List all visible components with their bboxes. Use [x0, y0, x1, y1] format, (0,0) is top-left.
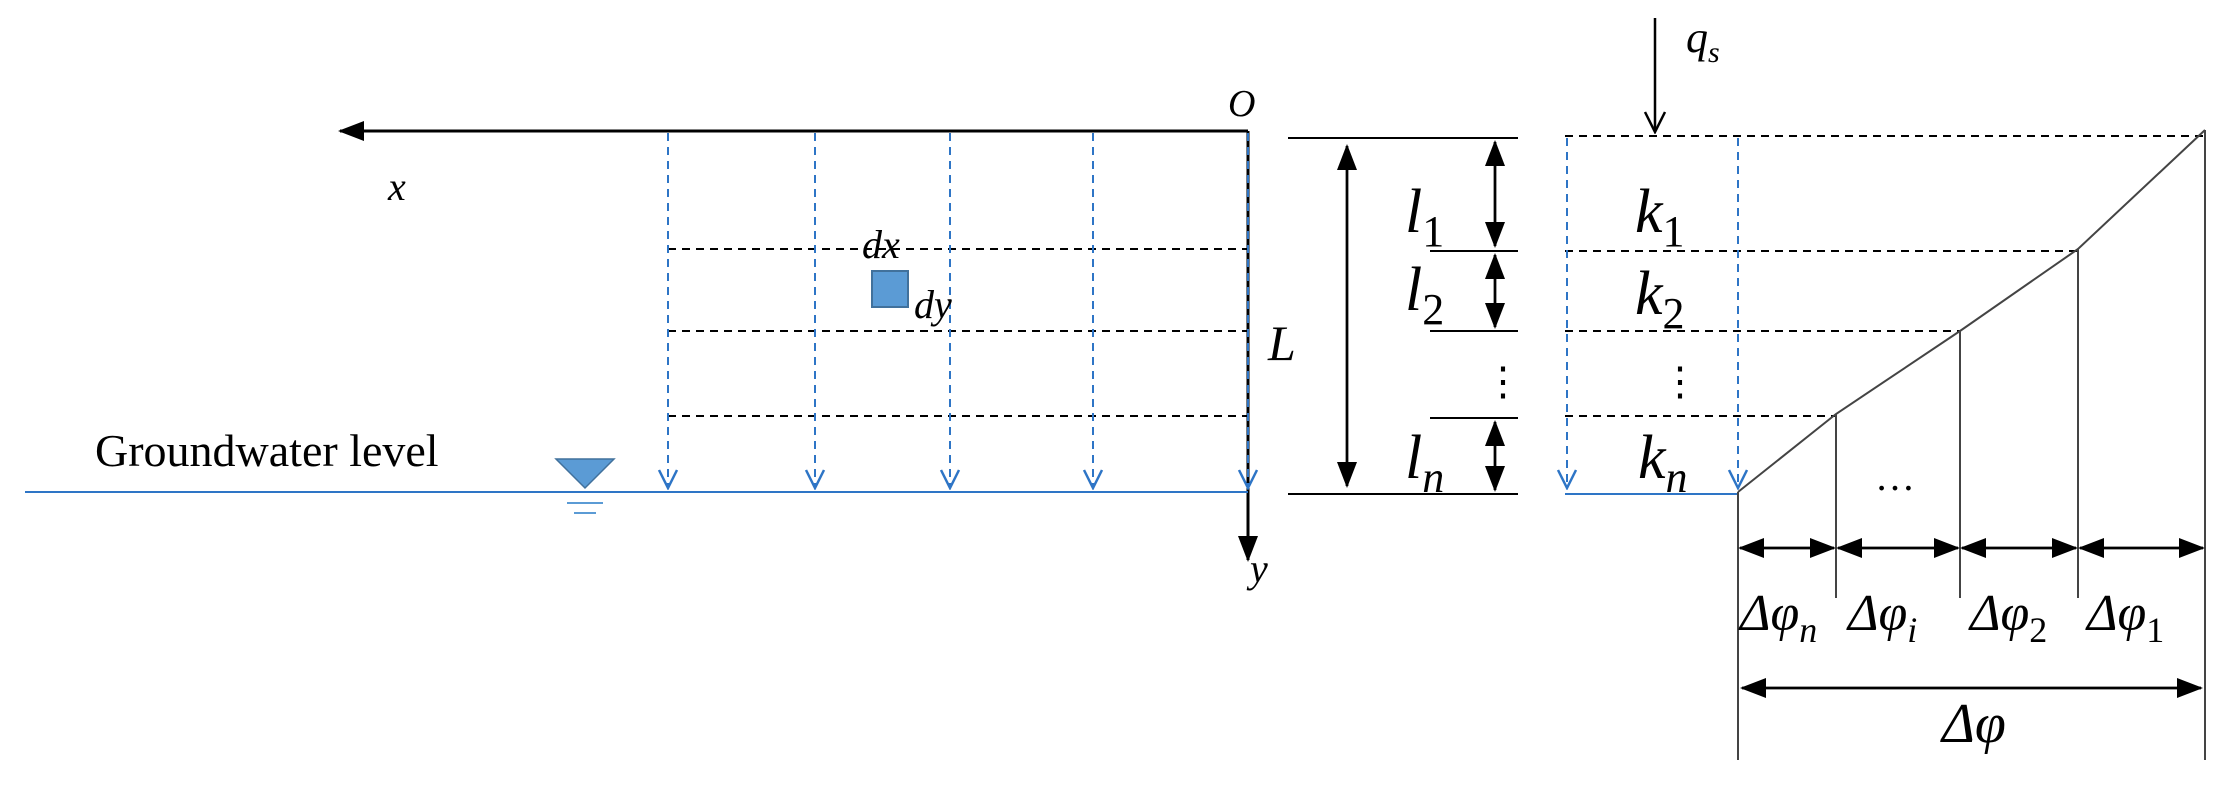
differential-element	[871, 270, 909, 308]
dphi-1-label: Δφ1	[2085, 585, 2164, 650]
qs-label: qs	[1686, 13, 1720, 69]
right-panel: qs k1 k2 ⋮ kn …	[1565, 13, 2206, 760]
kn-label: kn	[1638, 424, 1688, 502]
groundwater-label: Groundwater level	[95, 425, 439, 476]
head-profile-line	[1737, 129, 2206, 493]
origin-label: O	[1228, 83, 1255, 125]
l-vdots: ⋮	[1483, 359, 1523, 404]
left-cross-section: dx dy O x y Groundwater level	[25, 83, 1268, 591]
x-axis-label: x	[387, 164, 406, 209]
k1-label: k1	[1635, 178, 1685, 256]
dy-label: dy	[914, 282, 952, 327]
ln-label: ln	[1405, 424, 1444, 502]
dphi-n-label: Δφn	[1738, 585, 1817, 650]
dphi-i-label: Δφi	[1846, 585, 1917, 650]
k2-label: k2	[1635, 260, 1685, 338]
dphi-total-label: Δφ	[1940, 693, 2006, 755]
phi-hdots: …	[1875, 454, 1915, 499]
l1-label: l1	[1405, 178, 1444, 256]
k-vdots: ⋮	[1660, 359, 1700, 404]
water-table-symbol	[554, 458, 616, 514]
L-label: L	[1267, 315, 1296, 371]
y-axis-label: y	[1246, 546, 1268, 591]
dx-label: dx	[862, 222, 900, 267]
dphi-2-label: Δφ2	[1968, 585, 2047, 650]
L-dimension: L	[1267, 137, 1402, 495]
layer-thickness-dimensions: l1 l2 ⋮ ln	[1400, 137, 1523, 502]
l2-label: l2	[1405, 256, 1444, 334]
